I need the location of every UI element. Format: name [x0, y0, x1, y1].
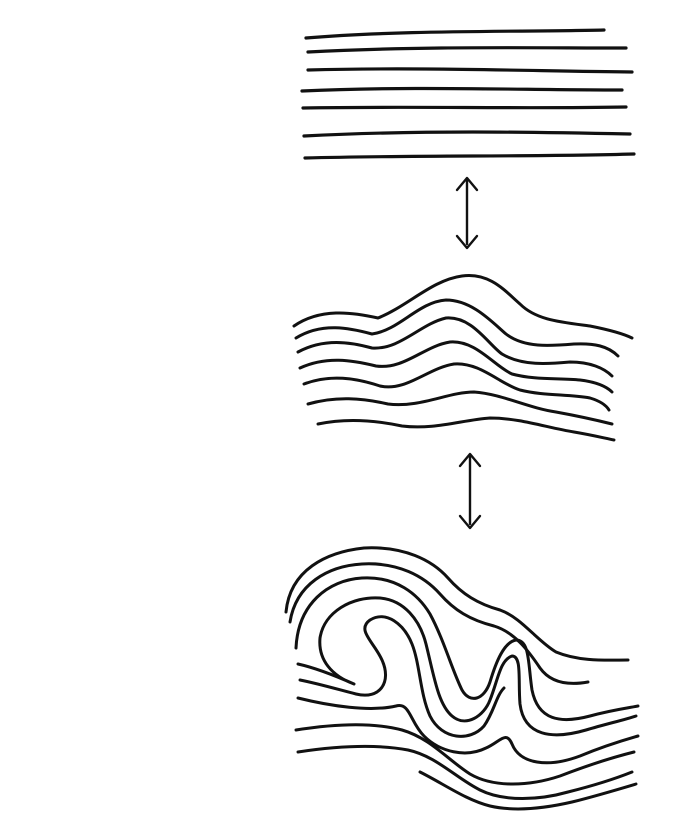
- flat-layer: [302, 130, 632, 138]
- folded-layer: [288, 562, 590, 685]
- tightly-folded-layers-stage: [284, 546, 640, 811]
- wavy-layer: [306, 390, 614, 426]
- double-arrow-1: [455, 176, 479, 250]
- double-arrow-2: [458, 452, 482, 530]
- folded-layer: [294, 723, 636, 786]
- folded-layer: [298, 615, 506, 738]
- wavy-layer: [316, 416, 616, 442]
- arrow-head-down: [458, 514, 482, 530]
- arrow-head-up: [455, 176, 479, 192]
- flat-layer: [301, 105, 628, 110]
- flat-layer: [306, 67, 634, 74]
- arrow-head-down: [455, 234, 479, 250]
- wavy-layer: [292, 274, 634, 340]
- wavy-layer: [298, 340, 614, 394]
- folded-layer: [294, 576, 640, 722]
- folded-layer: [296, 744, 634, 800]
- flat-layer: [306, 46, 628, 54]
- flat-layer: [304, 28, 606, 40]
- gently-folded-layers-stage: [292, 274, 634, 442]
- folded-layer: [284, 546, 630, 662]
- folded-layer: [418, 770, 638, 811]
- wavy-layer: [294, 298, 620, 358]
- wavy-layer: [302, 362, 611, 412]
- wavy-layer: [296, 316, 614, 378]
- folded-layer: [296, 696, 640, 765]
- flat-layer: [300, 86, 624, 93]
- flat-layer: [303, 152, 636, 160]
- flat-layers-stage: [300, 28, 636, 160]
- folded-layer: [296, 596, 638, 737]
- arrow-head-up: [458, 452, 482, 468]
